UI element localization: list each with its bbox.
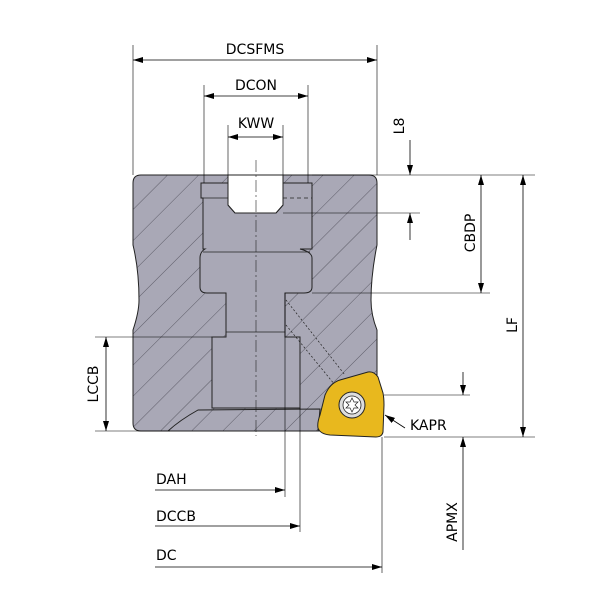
cbdp-label: CBDP <box>463 214 479 253</box>
dc-label: DC <box>156 548 177 564</box>
lf-label: LF <box>505 317 521 333</box>
kww-label: KWW <box>238 116 275 132</box>
apmx-label: APMX <box>445 502 461 542</box>
dcsfms-label: DCSFMS <box>226 42 285 58</box>
kapr-dimension <box>384 414 406 429</box>
dah-label: DAH <box>156 472 187 488</box>
l8-label: L8 <box>392 118 408 135</box>
insert <box>317 371 385 438</box>
torx-icon <box>345 397 359 413</box>
lccb-label: LCCB <box>86 366 102 403</box>
dccb-label: DCCB <box>156 509 196 525</box>
kapr-label: KAPR <box>410 418 447 434</box>
dcon-label: DCON <box>235 78 277 94</box>
key-slot <box>227 174 284 214</box>
